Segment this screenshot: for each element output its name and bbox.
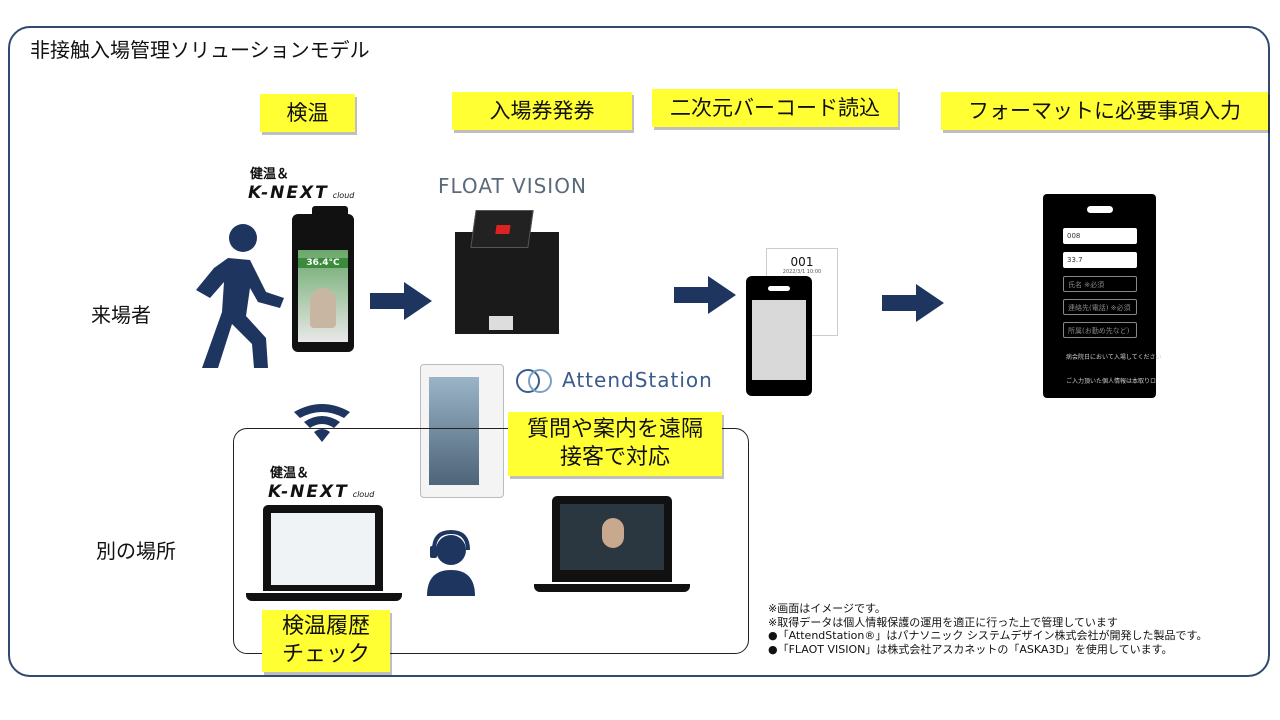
footnote: ●「AttendStation®」はパナソニック システムデザイン株式会社が開発…: [768, 629, 1208, 642]
laptop-video-base: [534, 584, 690, 592]
ticket-date: 2022/3/1 10:00: [782, 269, 822, 275]
form-field-value[interactable]: 33.7: [1063, 252, 1137, 268]
attend-station-logo: AttendStation: [562, 368, 713, 392]
knext-logo-text: K-NEXT: [248, 183, 329, 203]
temperature-history-line2: チェック: [281, 642, 370, 667]
kiosk-avatar-screen: [429, 377, 479, 485]
step-label-temperature: 検温: [260, 94, 355, 132]
remote-service-label: 質問や案内を遠隔 接客で対応: [508, 412, 722, 476]
arrow-right-icon: [882, 284, 944, 322]
diagram-title: 非接触入場管理ソリューションモデル: [30, 38, 370, 62]
form-note: 病会院日において入場してください: [1066, 354, 1162, 361]
phone-notch: [768, 286, 790, 291]
walking-person-icon: [196, 224, 284, 368]
row-label-remote: 別の場所: [96, 539, 176, 563]
remote-service-line2: 接客で対応: [559, 445, 670, 470]
row-label-visitor: 来場者: [91, 303, 151, 327]
remote-area-box: [233, 428, 749, 654]
arrow-right-icon: [674, 276, 736, 314]
form-phone-notch: [1087, 206, 1113, 213]
wireless-signal-icon: [294, 404, 350, 442]
form-field-value[interactable]: 008: [1063, 228, 1137, 244]
form-phone: [1043, 194, 1156, 398]
form-note-2: ご入力頂いた個人情報は本取りロ: [1066, 378, 1157, 385]
thermometer-camera-bar: [312, 206, 348, 220]
laptop-base: [246, 593, 402, 601]
step-label-barcode: 二次元バーコード読込: [652, 89, 898, 127]
temperature-history-line1: 検温履歴: [281, 614, 370, 639]
kiosk-red-button: [495, 225, 511, 234]
ticket-kiosk: [455, 210, 559, 334]
form-field-name[interactable]: 氏名 ※必須: [1063, 276, 1137, 292]
diagram-frame: [8, 26, 1270, 677]
attend-station-logo-icon: [516, 369, 552, 393]
kenon-brand-remote: 健温＆: [270, 466, 310, 481]
temperature-history-label: 検温履歴 チェック: [262, 610, 390, 672]
laptop-video-screen: [560, 504, 664, 570]
float-vision-logo: FLOAT VISION: [438, 174, 587, 198]
laptop-dashboard: [263, 505, 383, 591]
kiosk-ticket-slot: [489, 316, 513, 330]
operator-headset-icon: [427, 529, 475, 596]
footnotes: ※画面はイメージです。 ※取得データは個人情報保護の運用を適正に行った上で管理し…: [768, 602, 1207, 656]
thermometer-device: 36.4°C: [292, 206, 354, 352]
step-label-ticket: 入場券発券: [452, 92, 632, 130]
footnote: ●「FLAOT VISION」は株式会社アスカネットの「ASKA3D」を使用して…: [768, 642, 1173, 656]
ticket-number: 001: [790, 255, 814, 269]
remote-service-line1: 質問や案内を遠隔: [526, 417, 703, 442]
attend-kiosk: [420, 364, 504, 498]
laptop-dashboard-screen: [271, 513, 375, 585]
smartphone-scanner: [746, 276, 812, 396]
knext-cloud-text: cloud: [332, 191, 355, 200]
form-field-affiliation[interactable]: 所属(お勤め先など): [1063, 322, 1137, 338]
phone-screen: [752, 300, 806, 380]
knext-cloud-text: cloud: [352, 490, 375, 499]
kenon-brand: 健温＆: [250, 167, 290, 182]
form-field-phone[interactable]: 連絡先(電話) ※必須: [1063, 299, 1137, 315]
kiosk-hologram-screen: [470, 210, 534, 248]
footnote: ※取得データは個人情報保護の運用を適正に行った上で管理しています: [768, 615, 1118, 629]
footnote: ※画面はイメージです。: [768, 602, 886, 615]
video-call-face: [602, 518, 624, 548]
thermometer-screen: 36.4°C: [298, 250, 348, 342]
knext-logo-text: K-NEXT: [268, 482, 349, 502]
step-label-form: フォーマットに必要事項入力: [941, 92, 1268, 130]
laptop-video-call: [552, 496, 672, 582]
thermometer-face-photo: [310, 288, 336, 328]
thermometer-reading: 36.4°C: [298, 258, 348, 268]
arrow-right-icon: [370, 282, 432, 320]
